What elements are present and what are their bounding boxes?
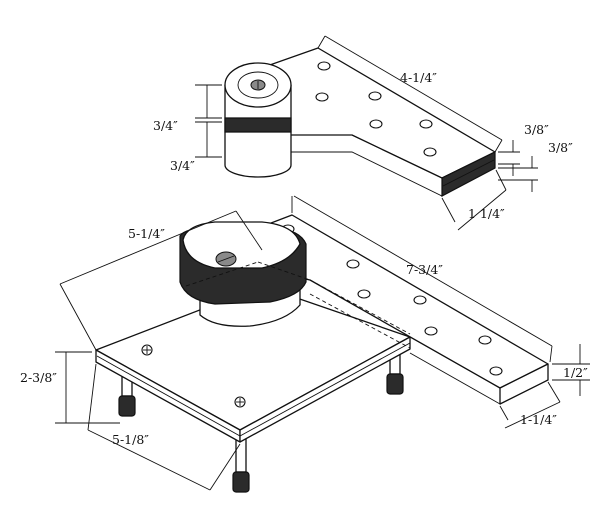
- dim-arm-length: 7-3/4″: [291, 195, 553, 363]
- dim-label-1-1-4: 1 1/4″: [468, 206, 505, 221]
- upper-pivot: 4-1/4″ 3/4″ 3/4″ 3/8″ 3: [153, 35, 573, 231]
- dim-label-3-8: 3/8″: [524, 122, 549, 137]
- dim-label-2-3-8: 2-3/8″: [20, 370, 57, 385]
- dim-label-3-4-top: 3/4″: [153, 118, 178, 133]
- lower-pivot: 5-1/4″ 7-3/4″ 2-3/8″ 5-1/8″: [20, 195, 590, 493]
- dim-label-3-4-bottom: 3/4″: [170, 158, 195, 173]
- dim-base-width: 5-1/8″: [87, 363, 241, 491]
- dim-label-5-1-8: 5-1/8″: [112, 432, 149, 447]
- dim-base-length: 5-1/4″: [59, 210, 263, 351]
- dim-knuckle-bottom: 3/4″: [170, 121, 222, 173]
- dim-arm-width: 1-1/4″: [499, 381, 561, 429]
- dim-label-1-1-4-lower: 1-1/4″: [520, 412, 557, 427]
- dim-height: 2-3/8″: [20, 351, 120, 424]
- dim-plate-thickness: 3/8″: [498, 122, 549, 176]
- dim-plate-thickness-2: 3/8″: [498, 140, 573, 192]
- base-plate-screws: [141, 344, 246, 408]
- dim-upper-length: 4-1/4″: [317, 35, 503, 153]
- dim-label-3-8-2: 3/8″: [548, 140, 573, 155]
- dim-arm-thickness: 1/2″: [552, 344, 590, 396]
- dim-label-7-3-4: 7-3/4″: [406, 262, 443, 277]
- lower-pivot-body: [179, 221, 311, 327]
- upper-pivot-screw-holes: [315, 61, 437, 157]
- dim-knuckle-top: 3/4″: [153, 84, 222, 133]
- dim-label-1-2: 1/2″: [563, 365, 588, 380]
- dim-label-5-1-4: 5-1/4″: [128, 226, 165, 241]
- dim-label-4-1-4: 4-1/4″: [400, 70, 437, 85]
- upper-pivot-knuckle: [224, 62, 292, 178]
- dim-plate-width: 1 1/4″: [441, 169, 507, 231]
